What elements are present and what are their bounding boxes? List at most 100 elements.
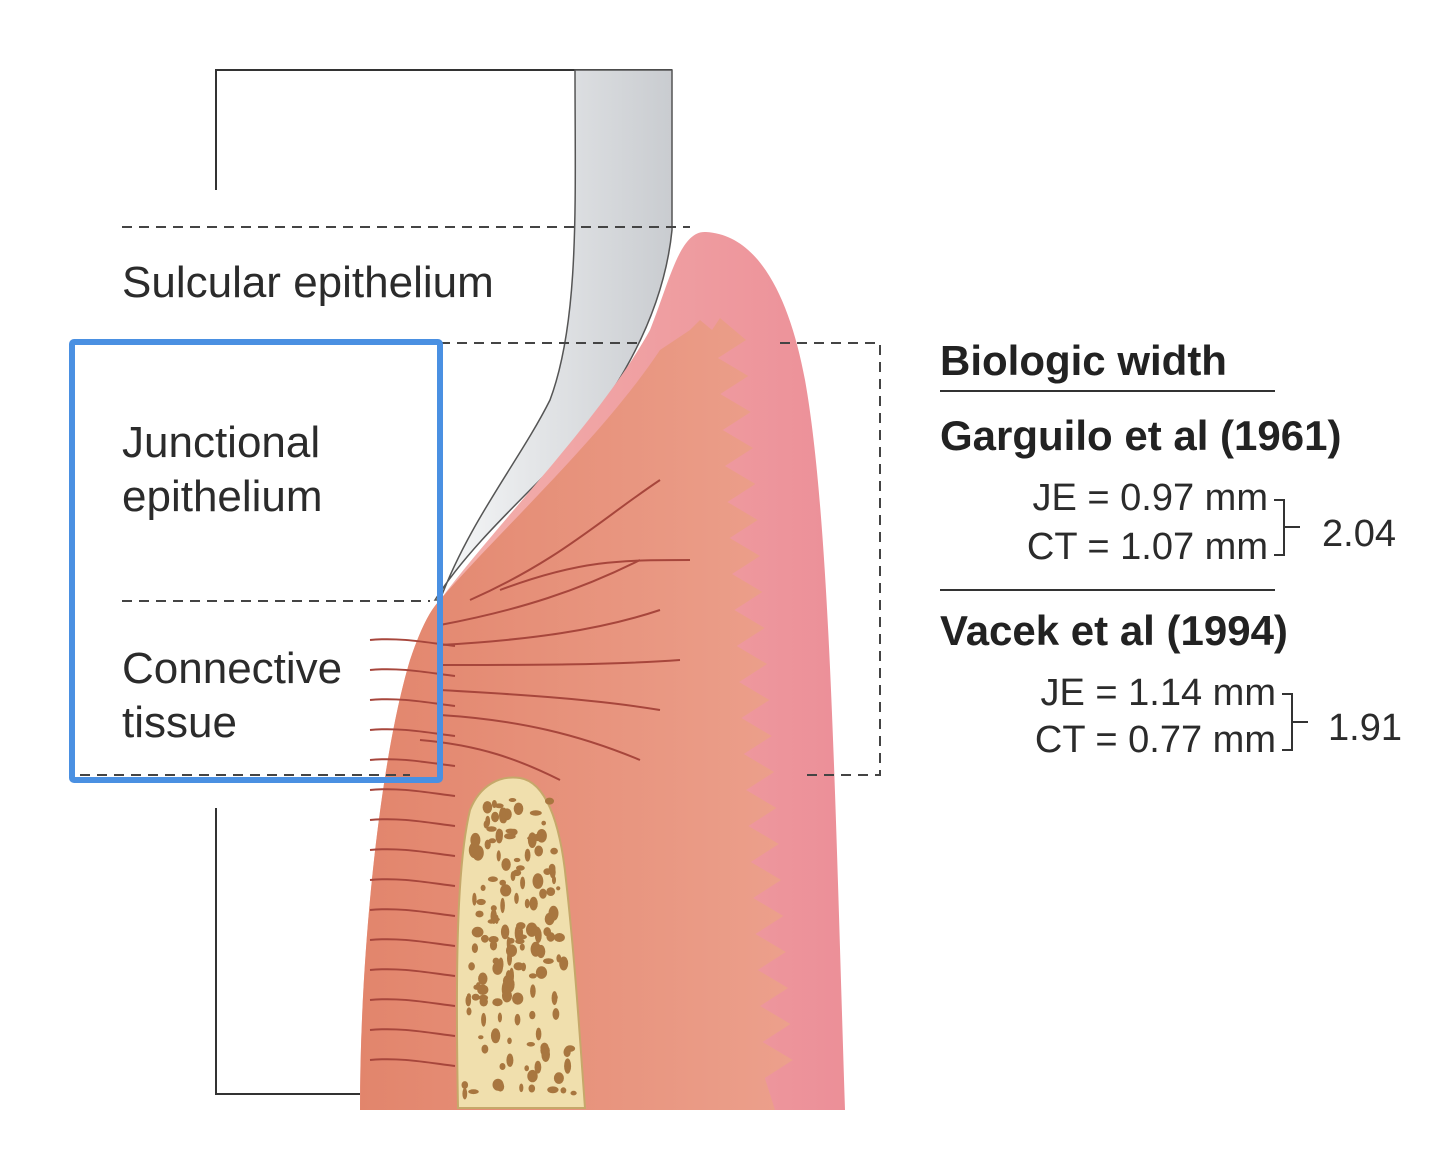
- collagen-fibers: [369, 479, 691, 1067]
- bone-trabecula: [556, 886, 561, 891]
- bone-trabecula: [513, 962, 524, 971]
- fiber: [439, 659, 681, 666]
- label-connective-line1: Connective: [122, 644, 342, 693]
- bone-trabecula: [499, 1063, 506, 1070]
- bone-trabecula: [529, 926, 540, 932]
- fiber: [369, 668, 456, 677]
- bone-trabecula: [471, 993, 480, 1001]
- bone-trabecula: [468, 1089, 479, 1095]
- study-2-je: JE = 1.14 mm: [1041, 672, 1276, 714]
- bone-trabecula: [552, 994, 558, 1001]
- bone-trabecula: [478, 972, 488, 985]
- bone-trabecula: [476, 898, 486, 906]
- bone-trabecula: [512, 992, 524, 1005]
- bone-trabeculae: [461, 797, 577, 1100]
- bone-trabecula: [491, 800, 497, 808]
- fiber: [369, 818, 456, 827]
- bone-trabecula: [514, 1013, 521, 1026]
- biologic-width-heading: Biologic width: [940, 337, 1227, 384]
- bone-trabecula: [486, 826, 497, 832]
- bone-trabecula: [508, 798, 517, 802]
- fiber: [499, 559, 691, 591]
- fiber: [369, 908, 456, 917]
- bone-trabecula: [497, 1012, 502, 1023]
- study-1-je: JE = 0.97 mm: [1033, 477, 1268, 519]
- bone-trabecula: [475, 910, 484, 918]
- bone-trabecula: [532, 873, 544, 889]
- bone-trabecula: [505, 828, 516, 834]
- fiber: [439, 609, 661, 646]
- bone-trabecula: [481, 1044, 489, 1054]
- bone-trabecula: [502, 987, 513, 993]
- bone-trabecula: [488, 936, 499, 943]
- bone-trabecula: [520, 876, 526, 890]
- fiber: [369, 968, 456, 977]
- bone-trabecula: [529, 1010, 536, 1020]
- bone-trabecula: [524, 898, 530, 909]
- bone-trabecula: [530, 984, 536, 998]
- bone-trabecula: [490, 905, 497, 912]
- label-sulcular-epithelium: Sulcular epithelium: [122, 258, 494, 307]
- label-junctional-line1: Junctional: [122, 418, 320, 467]
- bone-trabecula: [560, 1087, 567, 1094]
- bone-trabecula: [544, 912, 555, 926]
- fiber: [369, 848, 456, 857]
- bone-trabecula: [477, 984, 489, 995]
- bone-trabecula: [552, 1008, 560, 1020]
- bone-trabecula: [478, 994, 489, 1001]
- bone-trabecula: [534, 1060, 542, 1074]
- bone-trabecula: [487, 876, 498, 882]
- bone-trabecula: [500, 924, 510, 940]
- bone-trabecula: [543, 958, 554, 964]
- bone-trabecula: [563, 1047, 571, 1058]
- bone-trabecula: [513, 802, 524, 815]
- bone-trabecula: [547, 1086, 559, 1094]
- fiber: [369, 1028, 456, 1037]
- bone-trabecula: [482, 801, 493, 814]
- bone-trabecula: [545, 797, 554, 805]
- bone-trabecula: [564, 1058, 572, 1074]
- junctional-highlight-box: [69, 339, 443, 783]
- bone-trabecula: [546, 887, 556, 896]
- bone-trabecula: [548, 863, 556, 873]
- bone-trabecula: [524, 848, 531, 862]
- bone-trabecula: [550, 847, 558, 855]
- bone-trabecula: [513, 857, 521, 863]
- level-lines: [80, 226, 881, 776]
- fiber: [369, 758, 456, 767]
- bone-trabecula: [485, 815, 491, 827]
- study-2-total: 1.91: [1328, 707, 1402, 749]
- bone-trabecula: [506, 1053, 514, 1067]
- bone-trabecula: [491, 917, 500, 922]
- fiber: [369, 698, 456, 707]
- bone-trabecula: [468, 962, 475, 971]
- bone-trabecula: [570, 1090, 577, 1096]
- bone-trabecula: [466, 1007, 472, 1016]
- bone-trabecula: [507, 1037, 512, 1045]
- study-2-title: Vacek et al (1994): [940, 607, 1288, 654]
- bone-trabecula: [519, 943, 525, 951]
- bone-trabecula: [494, 803, 504, 809]
- fiber: [369, 998, 456, 1007]
- study-1-title: Garguilo et al (1961): [940, 412, 1341, 459]
- bone-trabecula: [495, 828, 503, 844]
- bone-trabecula: [471, 926, 484, 938]
- bone-trabecula: [499, 879, 507, 886]
- bone-trabecula: [511, 871, 516, 878]
- bone-trabecula: [528, 973, 537, 979]
- bone-trabecula: [501, 858, 511, 871]
- bone-trabecula: [484, 839, 491, 850]
- label-connective-line2: tissue: [122, 698, 237, 747]
- bone-trabecula: [472, 892, 477, 906]
- bone-trabecula: [527, 832, 537, 848]
- bone-trabecula: [470, 832, 481, 848]
- study-1-ct: CT = 1.07 mm: [1027, 526, 1268, 568]
- bone-trabecula: [526, 1042, 535, 1047]
- bone-trabecula: [500, 884, 512, 897]
- bone-trabecula: [524, 1065, 529, 1072]
- bone-trabecula: [536, 829, 547, 843]
- fiber: [369, 878, 456, 887]
- bone-trabecula: [541, 820, 546, 826]
- bone-trabecula: [488, 838, 497, 844]
- bone-trabecula: [492, 1078, 504, 1091]
